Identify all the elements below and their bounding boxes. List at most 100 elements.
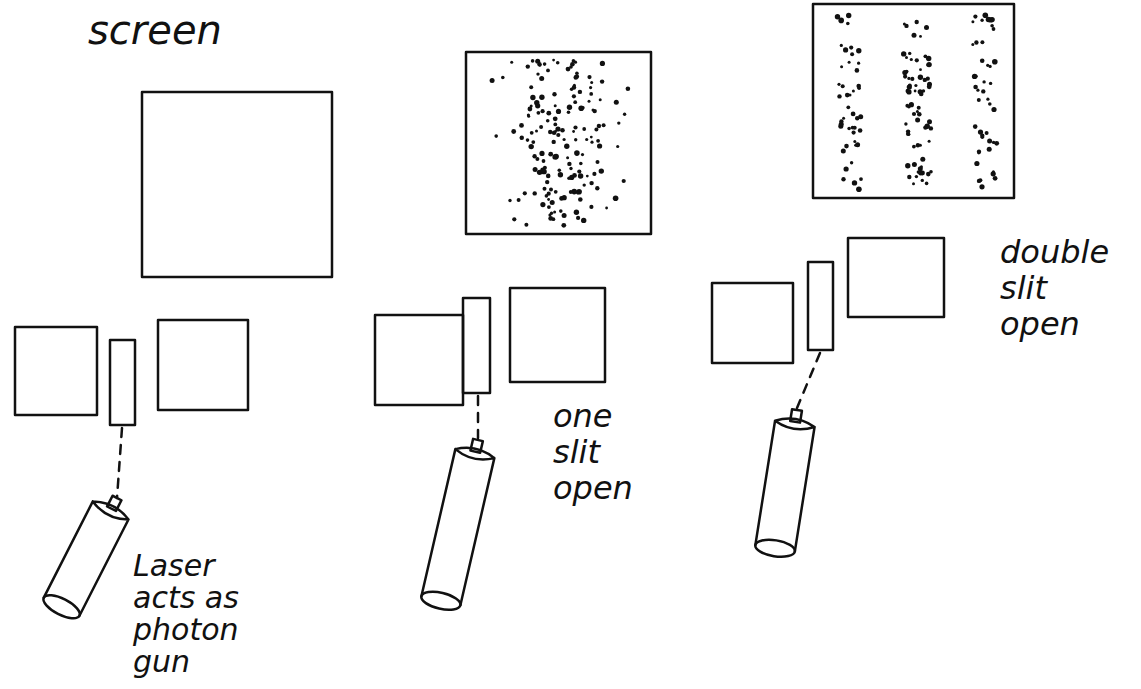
photon-dot — [914, 84, 917, 87]
photon-dot — [929, 126, 933, 130]
photon-dot — [840, 44, 843, 47]
photon-dot — [553, 154, 559, 160]
photon-dot — [989, 82, 992, 85]
photon-dot — [553, 211, 556, 214]
slit-plate — [712, 283, 793, 363]
photon-dot — [539, 95, 544, 100]
photon-dot — [562, 213, 567, 218]
photon-dot — [987, 138, 992, 143]
photon-dot — [519, 123, 524, 128]
photon-dot — [596, 139, 600, 143]
photon-dot — [846, 22, 850, 26]
photon-dot — [981, 89, 985, 93]
photon-dot — [853, 140, 856, 143]
photon-dot — [907, 77, 910, 80]
photon-dot — [578, 173, 583, 178]
photon-dot — [980, 40, 984, 44]
photon-dot — [572, 94, 576, 98]
photon-dot — [915, 117, 920, 122]
slit-plate — [848, 238, 944, 317]
photon-dot — [511, 129, 516, 134]
photon-dot — [988, 102, 992, 106]
photon-dot — [526, 64, 530, 68]
photon-dot — [566, 156, 569, 159]
photon-dot — [576, 189, 582, 195]
photon-dot — [547, 192, 551, 196]
laser-beam — [797, 353, 820, 408]
photon-dot — [912, 182, 915, 185]
photon-dot — [574, 61, 577, 64]
photon-dot — [552, 154, 557, 159]
slit-plate — [158, 320, 248, 410]
photon-dot — [553, 116, 558, 121]
photon-dot — [537, 111, 541, 115]
photon-dot — [536, 72, 539, 75]
photon-dot — [543, 62, 547, 66]
photon-dot — [912, 112, 916, 116]
photon-dot — [573, 100, 577, 104]
photon-dot — [907, 84, 912, 89]
laser — [420, 436, 498, 614]
photon-dot — [600, 79, 604, 83]
photon-dot — [547, 205, 551, 209]
photon-dot — [910, 77, 914, 81]
photon-dot — [844, 166, 849, 171]
photon-hits — [490, 59, 631, 228]
photon-dot — [550, 212, 553, 215]
photon-dot — [920, 165, 923, 168]
photon-dot — [494, 134, 498, 138]
photon-dot — [574, 75, 579, 80]
photon-dot — [552, 217, 556, 221]
photon-dot — [920, 157, 925, 162]
slit-plate — [375, 315, 463, 405]
photon-dot — [569, 167, 572, 170]
photon-dot — [623, 113, 626, 116]
photon-dot — [915, 175, 918, 178]
photon-dot — [907, 175, 911, 179]
photon-dot — [546, 69, 550, 73]
photon-dot — [917, 106, 921, 110]
photon-dot — [595, 186, 599, 190]
photon-dot — [626, 86, 631, 91]
photon-dot — [564, 144, 569, 149]
photon-dot — [902, 70, 907, 75]
photon-dot — [925, 182, 929, 186]
photon-dot — [616, 145, 619, 148]
photon-dot — [590, 141, 593, 144]
photon-dot — [567, 177, 571, 181]
photon-dot — [561, 223, 566, 228]
laser-beam — [117, 428, 122, 498]
photon-dot — [905, 70, 909, 74]
photon-dot — [542, 159, 546, 163]
photon-dot — [992, 170, 995, 173]
photon-dot — [971, 20, 974, 23]
photon-dot — [539, 125, 543, 129]
photon-dot — [991, 171, 996, 176]
photon-dot — [552, 131, 557, 136]
photon-dot — [558, 168, 562, 172]
photon-dot — [980, 134, 984, 138]
photon-dot — [919, 144, 922, 147]
photon-dot — [559, 196, 564, 201]
photon-dot — [906, 89, 911, 94]
screen-blank — [142, 92, 332, 277]
laser-beam — [477, 396, 480, 438]
photon-dot — [517, 198, 521, 202]
photon-dot — [918, 166, 923, 171]
screen-scatter — [466, 52, 651, 234]
photon-dot — [853, 126, 857, 130]
photon-dot — [583, 183, 586, 186]
photon-dot — [556, 133, 560, 137]
photon-dot — [527, 115, 530, 118]
photon-dot — [980, 19, 983, 22]
photon-dot — [982, 80, 985, 83]
photon-dot — [908, 52, 911, 55]
slit-cover — [110, 340, 135, 425]
photon-dot — [529, 144, 534, 149]
photon-dot — [590, 81, 593, 84]
photon-dot — [846, 105, 850, 109]
photon-dot — [912, 33, 917, 38]
photon-dot — [846, 13, 851, 18]
photon-hits — [835, 13, 999, 193]
